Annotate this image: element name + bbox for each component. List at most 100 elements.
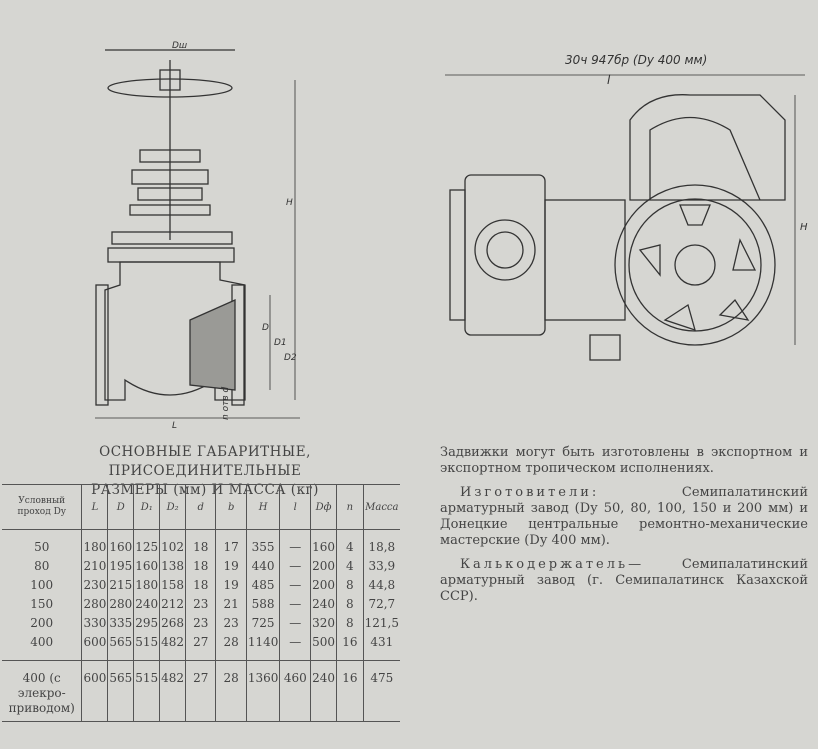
table-cell: 280: [81, 595, 108, 614]
table-cell: 335: [107, 614, 134, 633]
spacer-cell: [215, 652, 247, 661]
table-cell: 27: [185, 660, 216, 722]
table-cell: 4: [336, 538, 364, 557]
spacer-cell: [133, 652, 160, 661]
table-cell: 16: [336, 633, 364, 652]
spacer-cell: [133, 529, 160, 538]
label-n-holes: n отв d: [221, 387, 231, 420]
header-cell: D₂: [159, 484, 186, 530]
table-cell: 23: [215, 614, 247, 633]
table-cell: 460: [279, 660, 311, 722]
table-cell: 28: [215, 660, 247, 722]
table-cell: 158: [159, 576, 186, 595]
header-cell: H: [245, 484, 280, 530]
header-cell: D₁: [133, 484, 160, 530]
spacer-cell: [279, 652, 311, 661]
table-cell: 355: [245, 538, 280, 557]
export-paragraph: Задвижки могут быть изготовлены в экспор…: [440, 445, 808, 476]
table-cell: 320: [310, 614, 337, 633]
table-cell: 44,8: [362, 576, 400, 595]
header-cell: L: [81, 484, 108, 530]
spacer-cell: [159, 652, 186, 661]
table-cell: 330: [81, 614, 108, 633]
header-cell: d: [185, 484, 216, 530]
label-d1: D1: [274, 338, 287, 348]
spacer-cell: [245, 529, 280, 538]
label-h-left: H: [286, 198, 293, 208]
table-cell: —: [279, 633, 311, 652]
table-cell: 18,8: [362, 538, 400, 557]
table-cell: 240: [133, 595, 160, 614]
spacer-row: [2, 652, 400, 661]
table-cell: 475: [362, 660, 400, 722]
table-cell: 100: [30, 578, 54, 592]
table-cell: 180: [133, 576, 160, 595]
table-cell: —: [279, 538, 311, 557]
table-cell: 33,9: [362, 557, 400, 576]
spacer-cell: [2, 530, 82, 539]
label-l-right: l: [607, 73, 611, 87]
table-title-line1: ОСНОВНЫЕ ГАБАРИТНЫЕ, ПРИСОЕДИНИТЕЛЬНЫЕ: [99, 444, 311, 479]
spacer-cell: [81, 652, 108, 661]
holder-lead: Калькодержатель: [460, 557, 629, 572]
spacer-cell: [336, 652, 364, 661]
table-cell: —: [279, 614, 311, 633]
spacer-cell: [107, 529, 134, 538]
table-cell: 200: [310, 576, 337, 595]
header-cell: b: [215, 484, 247, 530]
table-cell: 8: [336, 576, 364, 595]
table-cell: 18: [185, 576, 216, 595]
table-cell: 8: [336, 595, 364, 614]
table-header: Условный проход Dy L D D₁ D₂ d b H l Dф …: [2, 484, 400, 530]
spacer-cell: [362, 652, 400, 661]
table-cell: 80: [34, 559, 50, 573]
table-cell: 400: [30, 635, 54, 649]
table-cell: 1360: [245, 660, 280, 722]
table-cell: 295: [133, 614, 160, 633]
table-cell: 215: [107, 576, 134, 595]
label-d: D: [262, 323, 269, 333]
table-cell: 27: [185, 633, 216, 652]
dimensions-table: Условный проход Dy L D D₁ D₂ d b H l Dф …: [2, 484, 400, 722]
header-cell: D: [107, 484, 134, 530]
table-cell: 180: [81, 538, 108, 557]
table-cell: 195: [107, 557, 134, 576]
table-cell: 8: [336, 614, 364, 633]
label-dsh: Dш: [172, 41, 187, 51]
table-cell: 230: [81, 576, 108, 595]
table-cell: 212: [159, 595, 186, 614]
spacer-cell: [81, 529, 108, 538]
table-cell: 240: [310, 660, 337, 722]
table-cell: 72,7: [362, 595, 400, 614]
table-cell: 23: [185, 614, 216, 633]
electric-drive-drawing: [445, 74, 805, 361]
spacer-cell: [362, 529, 400, 538]
table-cell: 121,5: [362, 614, 400, 633]
table-cell: 160: [133, 557, 160, 576]
table-cell: 19: [215, 557, 247, 576]
label-d2: D2: [284, 353, 297, 363]
table-cell: 4: [336, 557, 364, 576]
table-cell: 500: [310, 633, 337, 652]
table-cell: 23: [185, 595, 216, 614]
spacer-cell: [279, 529, 311, 538]
label-l: L: [172, 421, 177, 431]
model-label: 30ч 947бр (Dу 400 мм): [565, 53, 707, 67]
spacer-row: [2, 529, 400, 539]
spacer-cell: [245, 652, 280, 661]
table-cell: 210: [81, 557, 108, 576]
table-cell: 200: [310, 557, 337, 576]
header-cell: n: [336, 484, 364, 530]
table-cell: 160: [310, 538, 337, 557]
table-cell: 482: [159, 633, 186, 652]
table-cell: 515: [133, 633, 160, 652]
table-cell: 18: [185, 557, 216, 576]
manufacturers-text: Семипалатинский арматурный завод (Dу 50,…: [440, 485, 808, 548]
holder-text: — Семипалатинский арматурный завод (г. С…: [440, 557, 808, 604]
table-cell: 565: [107, 660, 134, 722]
header-cell: Условный проход Dy: [2, 484, 82, 530]
